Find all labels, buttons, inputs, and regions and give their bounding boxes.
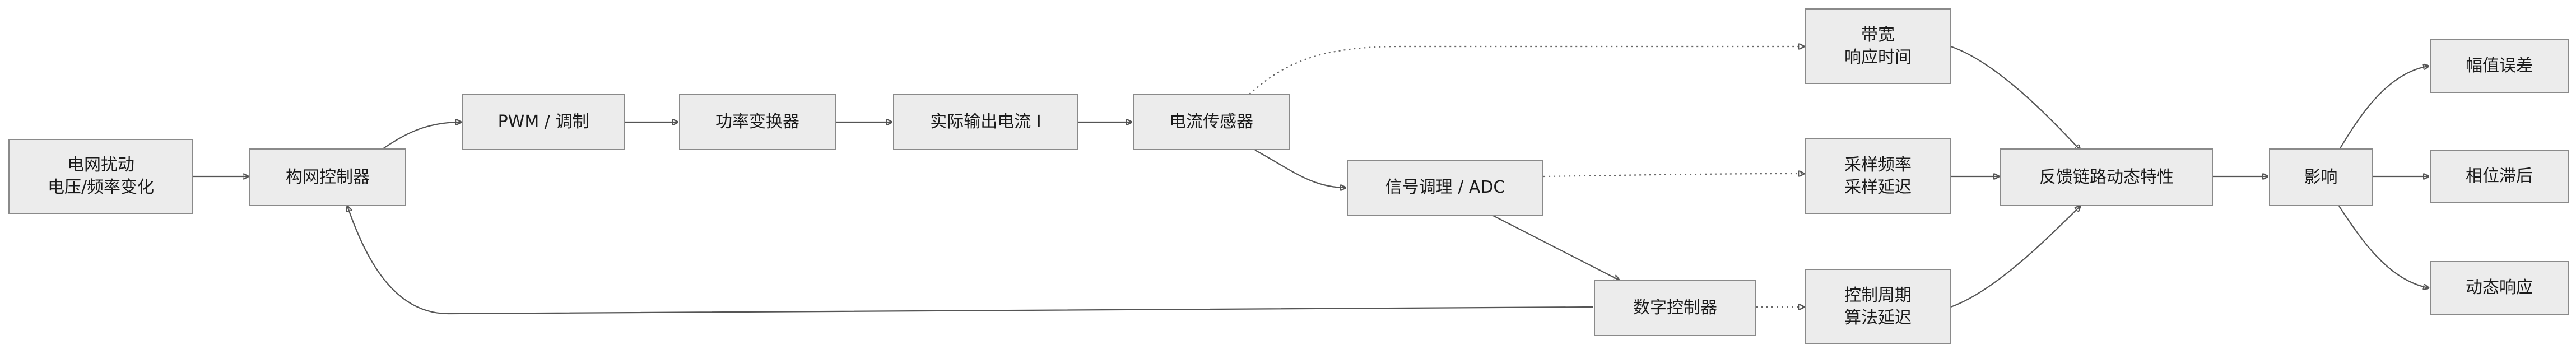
edge-impact-to-amp [2338,66,2429,151]
node-impact-label: 影响 [2304,167,2338,187]
node-current-sensor-label: 电流传感器 [1169,112,1253,132]
edge-dig-to-ctrl [347,206,1593,315]
node-control-period-algorithm-delay: 控制周期 算法延迟 [1805,269,1951,344]
edge-sig-to-dig [1492,215,1619,280]
edge-sensor-to-sig [1254,150,1346,188]
node-power-converter-label: 功率变换器 [715,112,799,132]
node-impact: 影响 [2269,148,2373,206]
node-signal-conditioning-adc: 信号调理 / ADC [1347,160,1543,216]
node-actual-output-current-label: 实际输出电流 I [930,112,1041,132]
edge-impact-to-dyn [2338,206,2429,288]
edge-ctrl-to-pwm [380,122,461,151]
node-pwm-modulation: PWM / 调制 [462,94,625,150]
node-dynamic-response: 动态响应 [2430,261,2569,315]
edge-period-to-feedback [1950,206,2080,308]
node-dynamic-response-label: 动态响应 [2466,278,2533,297]
node-feedback-link-dynamics-label: 反馈链路动态特性 [2039,167,2174,187]
node-power-converter: 功率变换器 [679,94,836,150]
node-sampling-frequency-delay-label: 采样频率 采样延迟 [1844,155,1912,197]
node-grid-forming-controller-label: 构网控制器 [286,167,370,187]
node-actual-output-current: 实际输出电流 I [893,94,1078,150]
node-sampling-frequency-delay: 采样频率 采样延迟 [1805,138,1951,214]
node-phase-lag-label: 相位滞后 [2466,166,2533,186]
node-amplitude-error: 幅值误差 [2430,39,2569,93]
node-digital-controller: 数字控制器 [1594,280,1756,336]
node-control-period-algorithm-delay-label: 控制周期 算法延迟 [1844,285,1912,328]
node-bandwidth-response-time: 带宽 响应时间 [1805,8,1951,84]
node-bandwidth-response-time-label: 带宽 响应时间 [1844,25,1912,67]
edge-sensor-to-bw [1249,46,1804,95]
node-phase-lag: 相位滞后 [2430,150,2569,203]
node-pwm-modulation-label: PWM / 调制 [497,112,589,132]
node-grid-forming-controller: 构网控制器 [249,148,406,206]
node-signal-conditioning-adc-label: 信号调理 / ADC [1385,178,1505,197]
node-feedback-link-dynamics: 反馈链路动态特性 [2000,148,2213,206]
node-digital-controller-label: 数字控制器 [1633,298,1717,318]
node-current-sensor: 电流传感器 [1133,94,1290,150]
node-grid-disturbance-label: 电网扰动 电压/频率变化 [47,155,155,197]
edge-sig-to-samp [1543,174,1804,178]
node-grid-disturbance: 电网扰动 电压/频率变化 [8,139,193,214]
node-amplitude-error-label: 幅值误差 [2466,56,2533,76]
edge-bw-to-feedback [1950,45,2080,150]
